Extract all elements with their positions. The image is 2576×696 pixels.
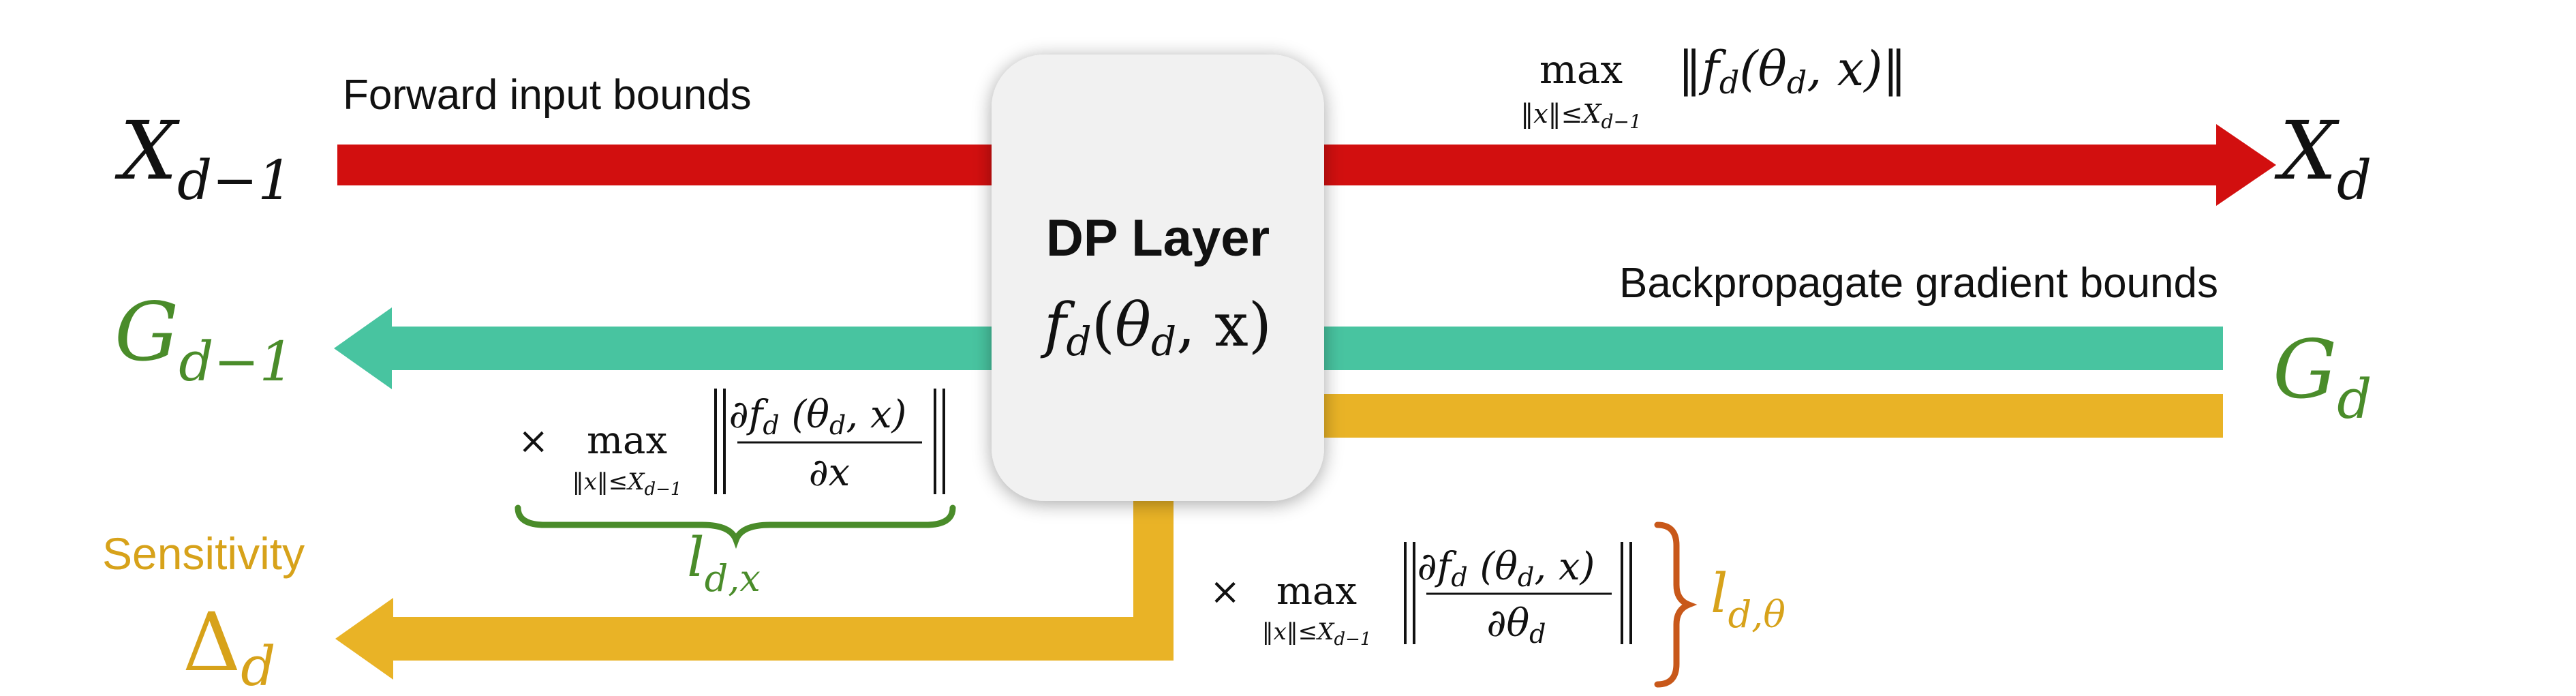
gradient-output-symbol: Gd−1	[114, 285, 294, 393]
factor-x-brace-label: ld,x	[687, 526, 761, 600]
sensitivity-arrow	[335, 477, 1174, 680]
forward-max-norm: max ‖x‖≤Xd−1 ‖fd(θd, x)‖	[1520, 41, 1906, 133]
sensitivity-path-upper	[1295, 394, 2223, 438]
dp-layer-box	[992, 55, 1324, 501]
sensitivity-symbol: Δd	[183, 595, 275, 696]
forward-max-op: max	[1539, 46, 1623, 93]
factor-x-constraint: ‖x‖≤Xd−1	[572, 468, 682, 500]
forward-label: Forward input bounds	[343, 72, 752, 119]
factor-theta-numerator: ∂fd (θd, x)	[1417, 545, 1595, 592]
factor-theta-max-op: max	[1276, 569, 1357, 614]
layer-title: DP Layer	[1046, 209, 1270, 267]
factor-x-numerator: ∂fd (θd, x)	[729, 393, 907, 440]
factor-x-brace	[515, 504, 956, 549]
forward-output-symbol: Xd	[2274, 104, 2372, 212]
layer-function: fd(θd, x)	[1040, 290, 1272, 365]
factor-x-expression: × max ‖x‖≤Xd−1 ∂fd (θd, x) ∂x	[518, 389, 945, 500]
factor-theta-brace	[1654, 521, 1698, 688]
factor-x-times: ×	[518, 419, 549, 462]
factor-theta-constraint: ‖x‖≤Xd−1	[1262, 618, 1372, 650]
backward-label: Backpropagate gradient bounds	[1619, 260, 2218, 307]
factor-theta-brace-label: ld,θ	[1711, 562, 1785, 636]
forward-norm-expression: ‖fd(θd, x)‖	[1678, 41, 1907, 101]
factor-theta-denominator: ∂θd	[1487, 601, 1546, 649]
forward-max-constraint: ‖x‖≤Xd−1	[1520, 99, 1642, 133]
factor-x-denominator: ∂x	[809, 451, 850, 495]
sensitivity-label: Sensitivity	[102, 528, 305, 579]
factor-theta-times: ×	[1210, 570, 1240, 613]
factor-theta-expression: × max ‖x‖≤Xd−1 ∂fd (θd, x) ∂θd	[1210, 542, 1632, 650]
gradient-input-symbol: Gd	[2273, 322, 2372, 431]
factor-x-max-op: max	[587, 419, 667, 463]
forward-input-symbol: Xd−1	[114, 104, 292, 212]
